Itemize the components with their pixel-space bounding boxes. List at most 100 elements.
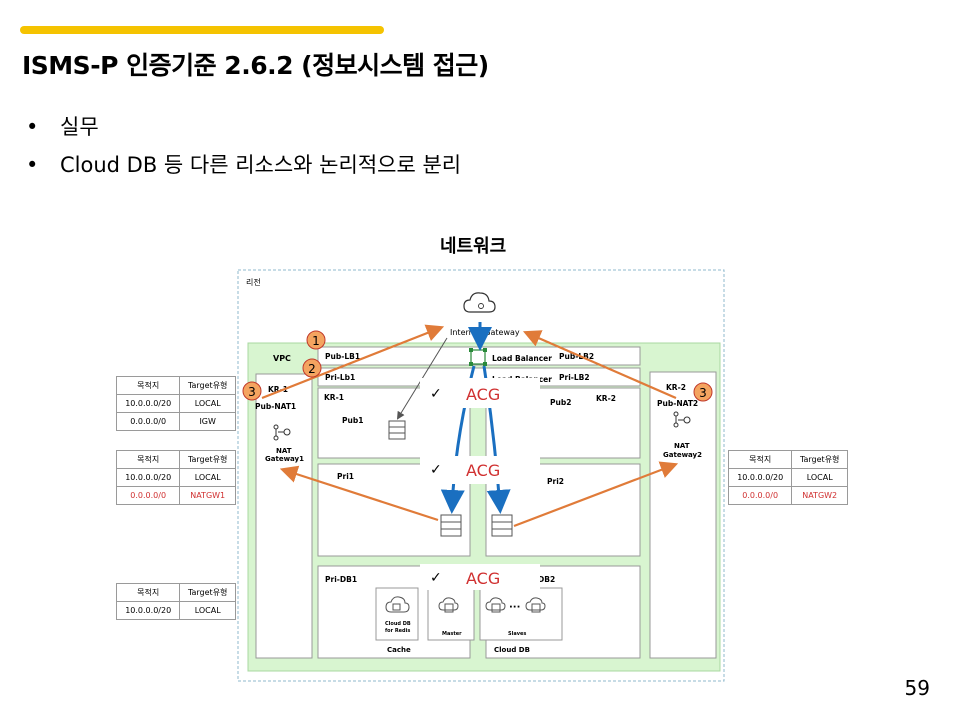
acg-label: ACG <box>466 461 500 480</box>
nat-gateway-icon <box>273 424 291 441</box>
slaves-label: Slaves <box>508 631 526 637</box>
master-db-box <box>427 587 475 641</box>
subnet-label-pub2: Pub2 <box>550 398 571 407</box>
table-cell: 10.0.0.0/20 <box>727 468 793 487</box>
acg-label: ACG <box>466 569 500 588</box>
table-cell: LOCAL <box>179 468 236 487</box>
subnet-label-pub-nat1: Pub-NAT1 <box>255 402 296 411</box>
check-mark-icon: ✓ <box>430 570 442 586</box>
subnet-label-pri2: Pri2 <box>547 477 564 486</box>
server-icon <box>491 514 513 537</box>
svg-text:1: 1 <box>312 334 320 348</box>
region-label: 리전 <box>246 277 261 287</box>
cache-caption-line2: for Redis <box>385 628 410 634</box>
table-cell: 0.0.0.0/0 <box>115 486 181 505</box>
subnet-label-pri-db2: DB2 <box>538 575 555 584</box>
database-slave-icon <box>525 597 546 613</box>
database-master-icon <box>438 597 459 613</box>
svg-text:2: 2 <box>308 362 316 376</box>
table-header: 목적지 <box>115 376 181 395</box>
acg-badge: ✓ ACG <box>420 456 540 484</box>
nat-gateway2-label-line2: Gateway2 <box>663 451 702 459</box>
table-header: 목적지 <box>115 583 181 602</box>
nat-gateway1-label-line2: Gateway1 <box>265 455 304 463</box>
server-icon <box>388 420 406 440</box>
clouddb-label: Cloud DB <box>494 646 530 654</box>
nat-gateway2-label-line1: NAT <box>674 442 690 450</box>
check-mark-icon: ✓ <box>430 462 442 478</box>
table-cell: 10.0.0.0/20 <box>115 601 181 620</box>
slaves-ellipsis: ··· <box>509 602 520 613</box>
bullet-list: • 실무 • Cloud DB 등 다른 리소스와 논리적으로 분리 <box>26 108 461 184</box>
cache-label: Cache <box>387 646 411 654</box>
redis-cloud-icon <box>385 596 410 613</box>
subnet-label-pri1: Pri1 <box>337 472 354 481</box>
page-number: 59 <box>904 676 930 700</box>
acg-label: ACG <box>466 385 500 404</box>
bullet-dot-icon: • <box>26 115 39 139</box>
table-cell: 10.0.0.0/20 <box>115 394 181 413</box>
zone-kr1-nat-subnet <box>255 373 313 659</box>
step-marker: 1 <box>306 330 326 350</box>
table-cell: LOCAL <box>179 601 236 620</box>
table-header: Target유형 <box>179 583 236 602</box>
master-label: Master <box>442 631 462 637</box>
cache-caption-line1: Cloud DB <box>385 621 411 627</box>
subnet-label-pub-nat2: Pub-NAT2 <box>657 399 698 408</box>
check-mark-icon: ✓ <box>430 386 442 402</box>
bullet-text: 실무 <box>60 115 99 139</box>
bullet-dot-icon: • <box>26 153 39 177</box>
title-accent-bar <box>20 26 384 34</box>
server-icon <box>440 514 462 537</box>
table-header: Target유형 <box>179 376 236 395</box>
subnet-label-pub-lb1: Pub-LB1 <box>325 352 360 361</box>
slaves-db-box <box>479 587 563 641</box>
nat-route-arrows <box>261 324 679 528</box>
inner-zone-label-kr2: KR-2 <box>596 394 616 403</box>
table-header: 목적지 <box>115 450 181 469</box>
zone-label-kr1: KR-1 <box>268 385 288 394</box>
table-cell: 0.0.0.0/0 <box>727 486 793 505</box>
zone-label-kr2: KR-2 <box>666 383 686 392</box>
load-balancer-label: Load Balancer <box>492 354 552 363</box>
step-marker: 3 <box>693 382 713 402</box>
svg-text:3: 3 <box>699 386 707 400</box>
bullet-item: • Cloud DB 등 다른 리소스와 논리적으로 분리 <box>26 146 461 184</box>
table-header: Target유형 <box>179 450 236 469</box>
zone-kr2-nat-subnet <box>649 371 717 659</box>
slide-title: ISMS-P 인증기준 2.6.2 (정보시스템 접근) <box>22 51 489 80</box>
database-slave-icon <box>485 597 506 613</box>
table-cell: NATGW2 <box>791 486 848 505</box>
table-header: Target유형 <box>791 450 848 469</box>
bullet-text: Cloud DB 등 다른 리소스와 논리적으로 분리 <box>60 153 462 177</box>
table-cell: NATGW1 <box>179 486 236 505</box>
subnet-label-pri-db1: Pri-DB1 <box>325 575 357 584</box>
nat-gateway-icon <box>673 411 691 428</box>
table-cell: LOCAL <box>179 394 236 413</box>
subnet-label-pub-lb2: Pub-LB2 <box>559 352 594 361</box>
step-marker: 3 <box>242 381 262 401</box>
subnet-label-pri-lb2: Pri-LB2 <box>559 373 590 382</box>
subnet-label-pub1: Pub1 <box>342 416 363 425</box>
acg-badge: ✓ ACG <box>420 564 540 590</box>
table-cell: 10.0.0.0/20 <box>115 468 181 487</box>
svg-text:3: 3 <box>248 385 256 399</box>
vpc-label: VPC <box>273 354 291 363</box>
table-cell: 0.0.0.0/0 <box>115 412 181 431</box>
subnet-label-pri-lb1: Pri-Lb1 <box>325 373 355 382</box>
acg-badge: ✓ ACG <box>420 378 540 408</box>
nat-gateway1-label-line1: NAT <box>276 447 292 455</box>
cloud-icon <box>463 292 496 313</box>
step-marker: 2 <box>302 358 322 378</box>
internet-gateway-label: Internet Gateway <box>450 328 520 337</box>
